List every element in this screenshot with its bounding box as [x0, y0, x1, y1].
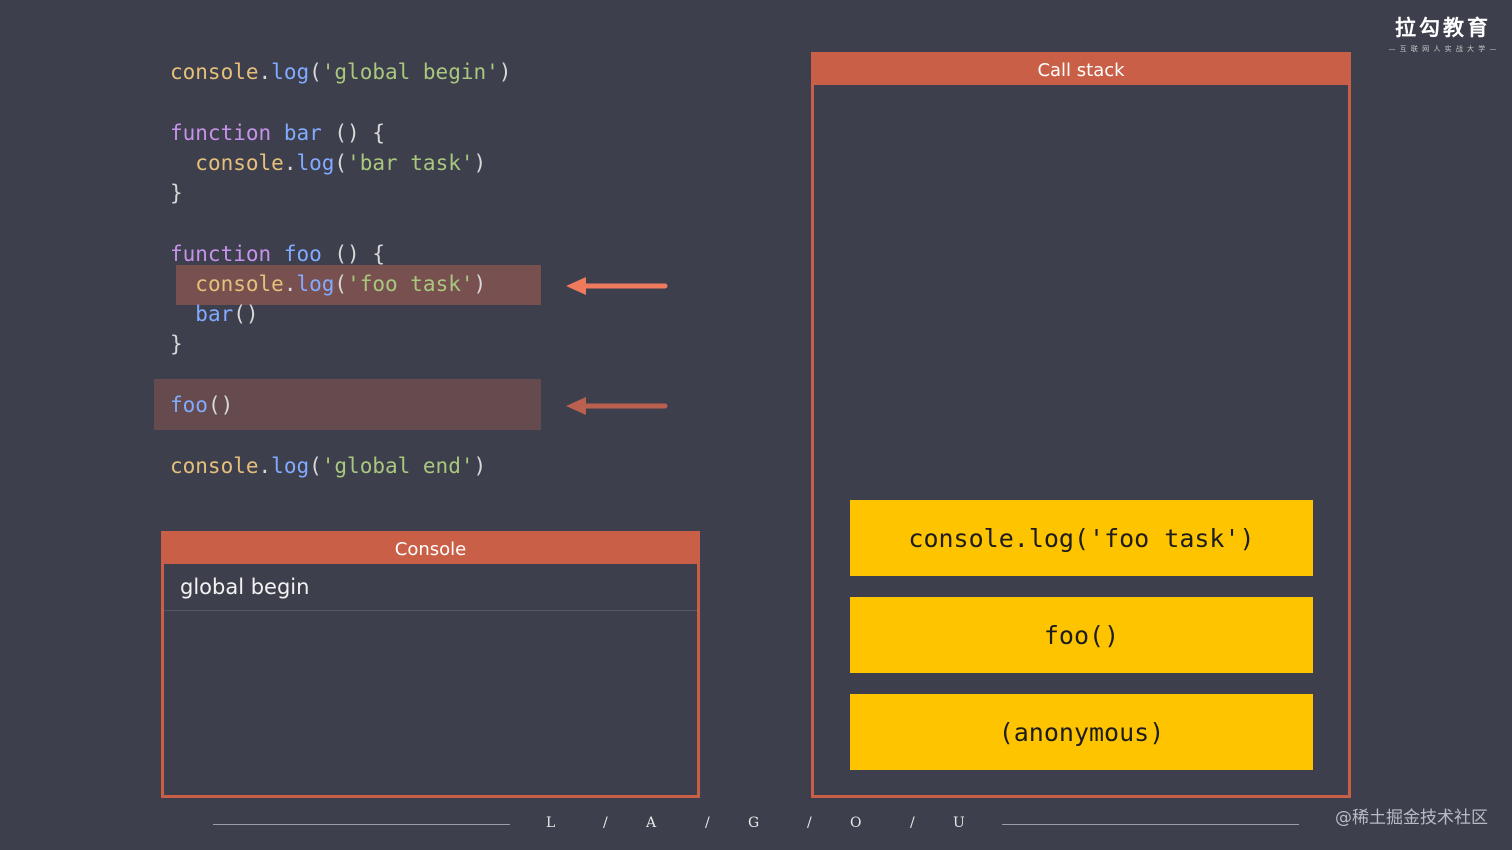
- footer-divider-right: [1002, 824, 1299, 825]
- footer-separator: /: [910, 815, 915, 831]
- stack-frame-anonymous: (anonymous): [850, 694, 1313, 770]
- call-stack-title: Call stack: [814, 55, 1348, 85]
- footer-letter: L: [546, 815, 556, 831]
- footer-separator: /: [705, 815, 710, 831]
- code-line-4: }: [170, 181, 183, 205]
- code-line-10: console.log('global end'): [170, 454, 487, 478]
- code-line-2: function bar () {: [170, 121, 385, 145]
- stack-frame-foo: foo(): [850, 597, 1313, 673]
- footer-letter: O: [850, 815, 862, 831]
- code-line-3: console.log('bar task'): [195, 151, 487, 175]
- call-stack-panel: Call stack: [811, 52, 1351, 798]
- footer-divider-left: [213, 824, 510, 825]
- brand-logo: 拉勾教育 — 互 联 网 人 实 战 大 学 —: [1388, 12, 1498, 54]
- watermark: @稀土掘金技术社区: [1335, 808, 1488, 828]
- console-panel: Console global begin: [161, 531, 700, 798]
- footer-letter: A: [646, 815, 657, 831]
- code-line-7: bar(): [195, 302, 259, 326]
- footer-separator: /: [807, 815, 812, 831]
- code-line-1: console.log('global begin'): [170, 60, 512, 84]
- footer-letter: G: [748, 815, 760, 831]
- code-line-8: }: [170, 332, 183, 356]
- footer-letter: U: [953, 815, 965, 831]
- brand-logo-tagline: — 互 联 网 人 实 战 大 学 —: [1388, 45, 1498, 53]
- brand-logo-text: 拉勾教育: [1395, 16, 1491, 40]
- code-line-9: foo(): [170, 393, 234, 417]
- current-line-highlight: [176, 265, 541, 305]
- footer-separator: /: [603, 815, 608, 831]
- call-site-highlight: [154, 379, 541, 430]
- console-output-line: global begin: [164, 564, 697, 611]
- code-line-5: function foo () {: [170, 242, 385, 266]
- code-line-6: console.log('foo task'): [195, 272, 487, 296]
- current-line-arrow-icon: [566, 277, 668, 295]
- stack-frame-top: console.log('foo task'): [850, 500, 1313, 576]
- call-site-arrow-icon: [566, 397, 668, 415]
- console-title: Console: [164, 534, 697, 564]
